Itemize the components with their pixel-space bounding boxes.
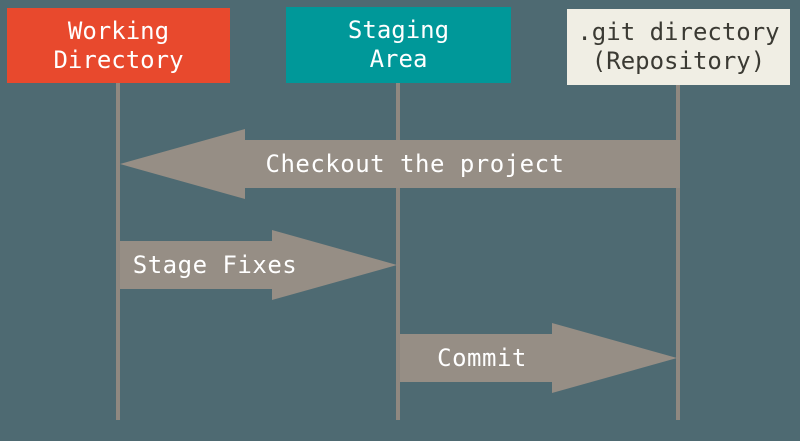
- lifeline-staging-area: [396, 83, 400, 420]
- arrow-commit: Commit: [400, 323, 677, 393]
- box-working-directory: Working Directory: [7, 8, 230, 83]
- arrow-right-head-icon: [272, 230, 397, 300]
- arrow-checkout-label: Checkout the project: [265, 150, 565, 178]
- box-git-directory: .git directory (Repository): [567, 9, 790, 85]
- arrow-commit-label: Commit: [437, 344, 527, 372]
- arrow-shaft: [400, 334, 552, 382]
- arrow-shaft: [120, 241, 272, 289]
- arrow-right-head-icon: [552, 323, 677, 393]
- arrow-checkout-the-project: Checkout the project: [120, 129, 680, 199]
- box-staging-area: Staging Area: [286, 7, 511, 83]
- box-git-directory-label: .git directory (Repository): [577, 18, 780, 75]
- lifeline-git-directory: [676, 85, 680, 420]
- box-staging-area-label: Staging Area: [347, 16, 450, 73]
- lifeline-working-directory: [116, 83, 120, 420]
- box-working-directory-label: Working Directory: [53, 16, 184, 74]
- arrow-stage-fixes-label: Stage Fixes: [132, 251, 298, 279]
- arrow-shaft: [245, 140, 680, 188]
- arrow-left-head-icon: [120, 129, 245, 199]
- arrow-stage-fixes: Stage Fixes: [120, 230, 397, 300]
